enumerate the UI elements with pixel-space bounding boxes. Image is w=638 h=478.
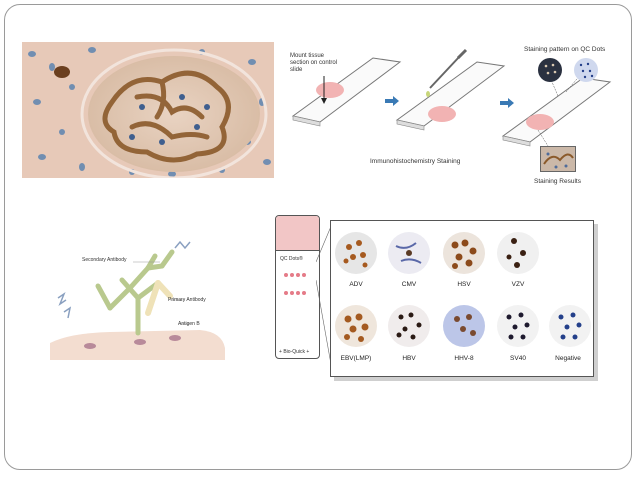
antigen-label: Antigen B <box>178 321 200 327</box>
kit-footer-label: + Bio-Quick + <box>279 349 310 355</box>
qc-dots-kit: QC Dots® + Bio-Quick + <box>275 215 320 359</box>
control-slide-mount <box>291 57 402 127</box>
primary-antibody-label: Primary Antibody <box>168 297 206 303</box>
qc-pattern-label: Staining pattern on QC Dots <box>524 46 606 53</box>
arrow-right-icon <box>500 98 514 108</box>
results-label: Staining Results <box>534 178 581 185</box>
kit-connector-lines <box>316 223 333 371</box>
qc-dot-insets <box>538 58 598 82</box>
qc-results-grid: ADV CMV HSV VZV EBV(LMP) HBV HHV-8 SV40 … <box>330 220 594 377</box>
qc-label-sv40: SV40 <box>510 355 526 362</box>
secondary-antibody-label: Secondary Antibody <box>82 257 127 263</box>
mount-label: Mount tissue section on control slide <box>290 53 338 73</box>
qc-cell-images <box>335 232 591 347</box>
qc-label-ebv: EBV(LMP) <box>340 355 372 362</box>
antibody-diagram <box>50 240 225 360</box>
staining-result-inset <box>540 146 576 172</box>
kit-qc-label: QC Dots® <box>280 256 303 262</box>
qc-label-hhv8: HHV-8 <box>454 355 474 362</box>
qc-label-hsv: HSV <box>457 281 471 288</box>
kit-dots <box>283 264 307 300</box>
qc-label-hbv: HBV <box>402 355 416 362</box>
qc-label-vzv: VZV <box>511 281 525 288</box>
tissue-micrograph <box>22 42 274 178</box>
ihc-slide <box>395 48 506 131</box>
result-slide <box>501 67 612 147</box>
arrow-right-icon <box>385 96 399 106</box>
qc-label-cmv: CMV <box>401 281 417 288</box>
qc-label-adv: ADV <box>349 281 363 288</box>
ihc-label: Immunohistochemistry Staining <box>370 158 461 165</box>
qc-label-negative: Negative <box>555 355 581 362</box>
kit-top-panel <box>276 216 319 251</box>
